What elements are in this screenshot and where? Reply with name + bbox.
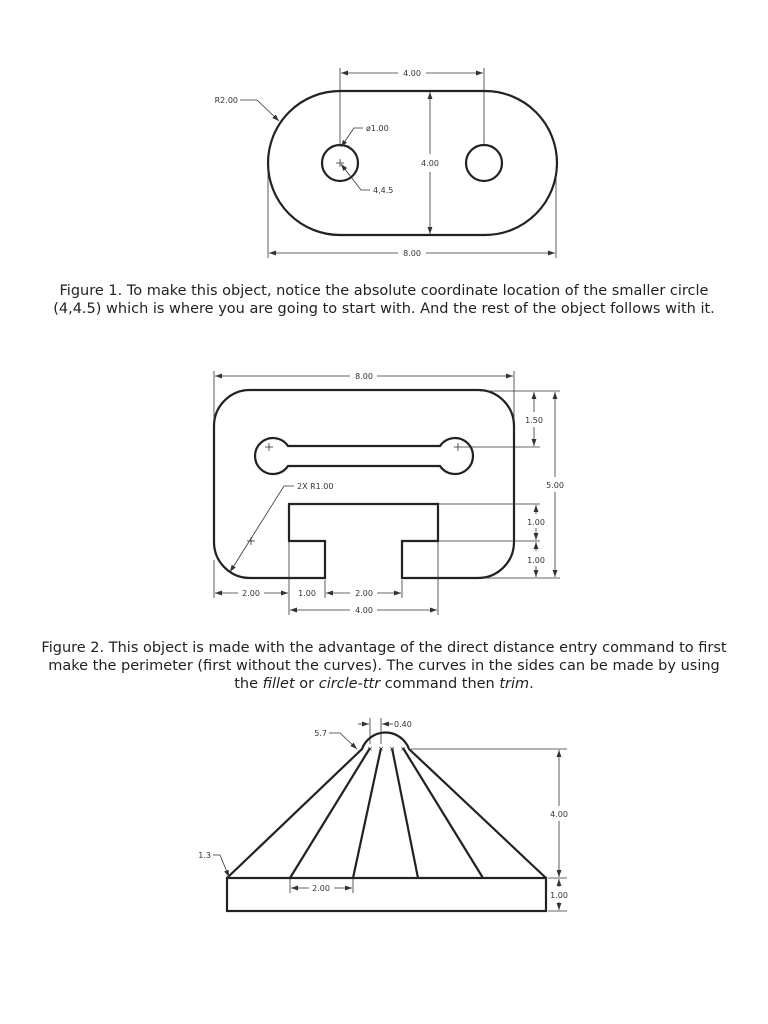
figure2-dim-stem-offset: 1.00	[298, 589, 316, 598]
figure3-ray-4	[402, 747, 484, 879]
figure1-drawing: 4.00 R2.00 ø1.00 4,4.5 4.00 8.00	[215, 68, 559, 258]
figure1-dim-hole-center: 4,4.5	[373, 186, 393, 195]
figure1-caption: Figure 1. To make this object, notice th…	[53, 283, 715, 317]
figure2-drawing: 8.00 1.50 5.00 1.00 1.00 2X R1.00	[212, 371, 564, 615]
figure3-base	[225, 876, 548, 913]
figure3-ray-2	[351, 747, 383, 879]
figure1-dim-top-width: 4.00	[403, 69, 421, 78]
figure3-ray-3	[390, 747, 420, 879]
figure2-dim-left-offset: 2.00	[242, 589, 260, 598]
figure2-caption-trim: trim	[499, 676, 530, 692]
figure2-dim-tee-width: 4.00	[355, 606, 373, 615]
figure2-dim-tee-upper: 1.00	[527, 518, 545, 527]
figure2-caption-fillet: fillet	[262, 676, 295, 692]
figure2-caption: Figure 2. This object is made with the a…	[40, 639, 728, 693]
figure3-drawing: × × × × 0.40 5.7 4.00 1.00 1.3 2.00	[198, 718, 568, 913]
figure1-radius-leader	[240, 99, 280, 122]
figure2-fillet-leader	[229, 485, 294, 573]
figure2-outline	[212, 388, 516, 580]
figure2-dim-total-width: 8.00	[355, 372, 373, 381]
figure1-right-hole	[464, 143, 504, 183]
figure2-dim-stem-width: 2.00	[355, 589, 373, 598]
figure1-dim-hole-diameter: ø1.00	[366, 124, 389, 133]
figure2-slot	[253, 436, 475, 476]
figure1-hole-leader	[340, 127, 363, 148]
figure3-dim-left-value: 1.3	[198, 851, 211, 860]
figure3-left-leader	[213, 854, 230, 878]
figure1-dim-total-width: 8.00	[403, 249, 421, 258]
figure3-dim-top-radius: 5.7	[314, 729, 327, 738]
figure3-dim-top-spacing: 0.40	[394, 720, 412, 729]
figure3-dim-base-height: 1.00	[550, 891, 568, 900]
figure2-caption-circle-ttr: circle-ttr	[318, 676, 381, 692]
figure1-obround-outline	[266, 89, 559, 237]
figure1-dim-radius: R2.00	[215, 96, 238, 105]
figure2-dim-total-height: 5.00	[546, 481, 564, 490]
figure3-dim-bottom-spacing: 2.00	[312, 884, 330, 893]
figure3-dim-height: 4.00	[550, 810, 568, 819]
figure2-caption-text-3: command then	[380, 676, 500, 692]
figure1-dim-height: 4.00	[421, 159, 439, 168]
figure2-dim-fillet: 2X R1.00	[297, 482, 333, 491]
figure2-caption-text-4: .	[529, 676, 534, 692]
figure3-mark-4: ×	[400, 745, 406, 753]
figure3-mark-3: ×	[389, 745, 395, 753]
figure2-caption-text-2: or	[294, 676, 319, 692]
figure3-ray-1	[289, 747, 371, 879]
figure2-dim-slot-offset: 1.50	[525, 416, 543, 425]
figure2-dim-tee-lower: 1.00	[527, 556, 545, 565]
figure3-radius-leader	[329, 732, 358, 750]
figure3-mark-2: ×	[378, 745, 384, 753]
figure1-center-leader	[340, 163, 370, 191]
figure3-cone-outline	[226, 731, 547, 879]
figure3-mark-1: ×	[367, 745, 373, 753]
figure2-caption-text-1: Figure 2. This object is made with the a…	[41, 640, 727, 692]
